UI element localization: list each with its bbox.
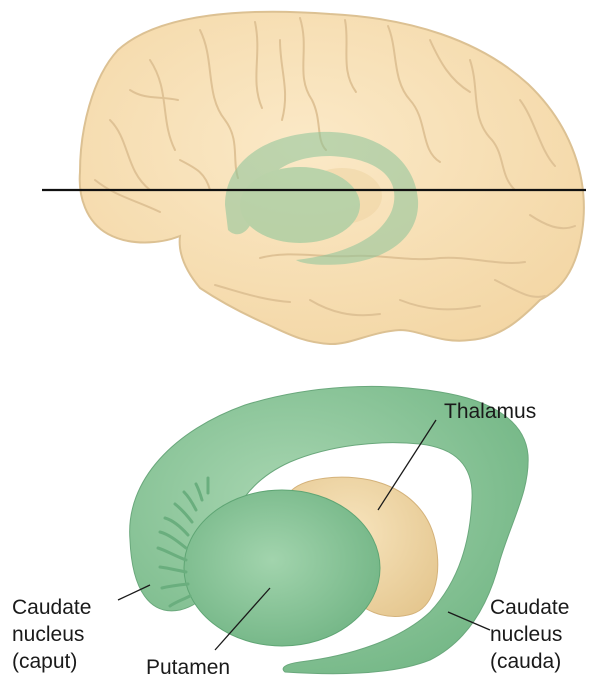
caudate-cauda-label-line1: Caudate (490, 596, 569, 619)
putamen-shape (184, 490, 380, 646)
caudate-cauda-label-line3: (cauda) (490, 650, 561, 673)
caudate-caput-label-line2: nucleus (12, 623, 84, 646)
basal-ganglia-detail: Thalamus Putamen Caudate nucleus (caput)… (12, 386, 569, 679)
caudate-cauda-label-line2: nucleus (490, 623, 562, 646)
putamen-overlay (240, 167, 360, 243)
thalamus-label: Thalamus (444, 400, 536, 423)
caudate-caput-label-line3: (caput) (12, 650, 77, 673)
brain-lateral-view (42, 12, 586, 344)
putamen-label: Putamen (146, 656, 230, 679)
caudate-caput-label-line1: Caudate (12, 596, 91, 619)
